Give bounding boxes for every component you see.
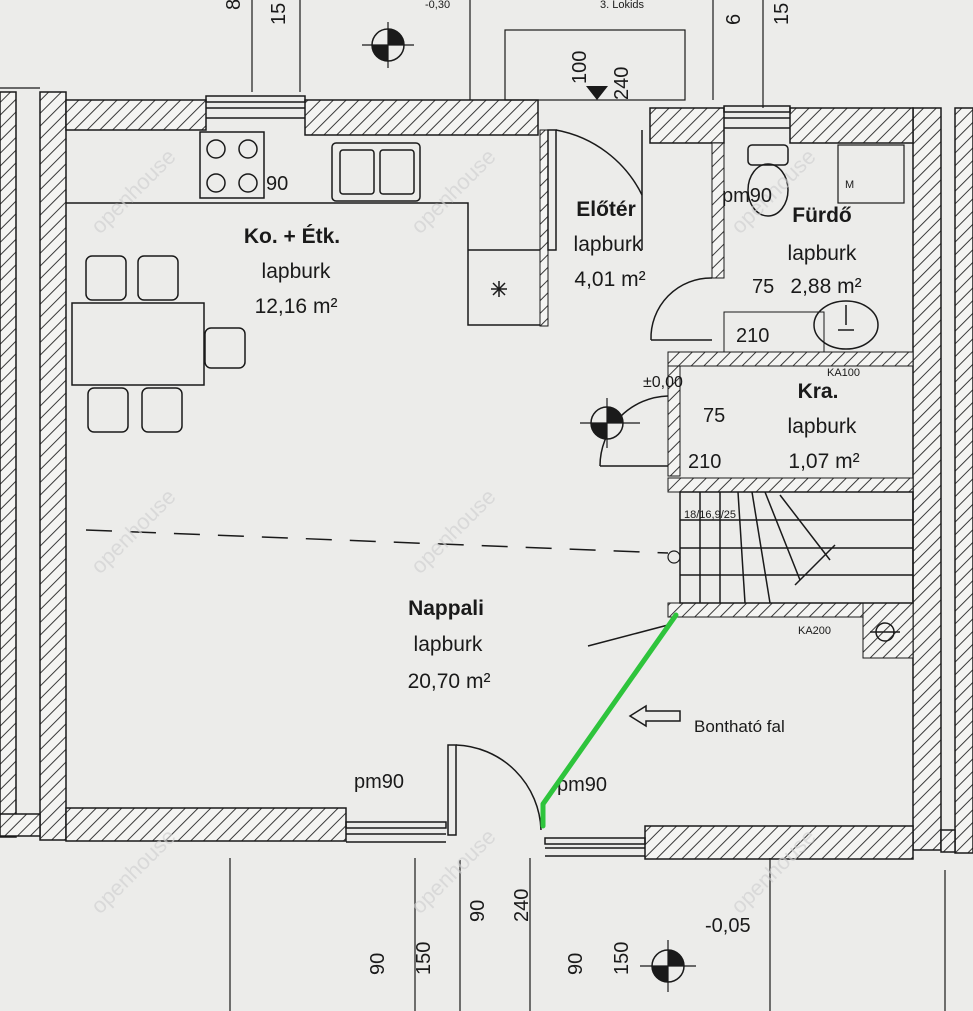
- room-floor: lapburk: [574, 233, 643, 256]
- svg-text:150: 150: [611, 942, 633, 975]
- svg-text:15: 15: [771, 3, 793, 25]
- surrounding-lines: [0, 0, 946, 1011]
- room-bath: Fürdő lapburk 2,88 m²: [788, 204, 862, 298]
- room-living: Nappali lapburk 20,70 m²: [408, 597, 491, 693]
- room-kitchen: Ko. + Étk. lapburk 12,16 m²: [244, 225, 340, 318]
- svg-text:M: M: [845, 179, 854, 191]
- svg-text:6: 6: [723, 14, 745, 25]
- svg-text:210: 210: [688, 451, 721, 473]
- svg-text:±0,00: ±0,00: [643, 374, 683, 391]
- washbasin: [813, 300, 879, 350]
- room-hall: Előtér lapburk 4,01 m²: [574, 198, 646, 291]
- room-floor: lapburk: [788, 415, 857, 438]
- room-area: 1,07 m²: [788, 450, 859, 473]
- svg-text:150: 150: [413, 942, 435, 975]
- svg-text:75: 75: [752, 276, 774, 298]
- walls: [0, 91, 973, 860]
- svg-text:18/16,9/25: 18/16,9/25: [684, 509, 736, 521]
- room-floor: lapburk: [262, 260, 331, 283]
- room-name: Ko. + Étk.: [244, 225, 340, 248]
- svg-text:75: 75: [703, 405, 725, 427]
- svg-text:210: 210: [736, 325, 769, 347]
- room-name: Nappali: [408, 597, 484, 620]
- svg-text:90: 90: [266, 173, 288, 195]
- level-marker-middle: [580, 398, 640, 448]
- svg-text:KA200: KA200: [798, 625, 831, 637]
- doors: [447, 129, 713, 836]
- room-name: Fürdő: [792, 204, 851, 227]
- svg-text:pm90: pm90: [557, 774, 607, 796]
- svg-text:100: 100: [569, 51, 591, 84]
- room-floor: lapburk: [788, 242, 857, 265]
- svg-text:90: 90: [367, 953, 389, 975]
- room-area: 2,88 m²: [790, 275, 861, 298]
- room-area: 4,01 m²: [574, 268, 645, 291]
- demolishable-wall-line: [540, 612, 679, 829]
- svg-text:90: 90: [467, 900, 489, 922]
- svg-text:pm90: pm90: [354, 771, 404, 793]
- svg-text:KA100: KA100: [827, 367, 860, 379]
- stove: [199, 131, 265, 199]
- room-floor: lapburk: [414, 633, 483, 656]
- kitchen-counter: [66, 202, 540, 326]
- washer-box: [837, 144, 905, 204]
- stair-start-circle: [667, 550, 681, 564]
- entry-arrow-icon: [586, 86, 608, 100]
- room-name: Előtér: [576, 198, 636, 221]
- dimension-labels: 8 15 -0,30 3. Lokids 6 15 100 240 90 pm9…: [223, 0, 860, 975]
- section-line: [85, 529, 669, 554]
- staircase: [679, 491, 914, 604]
- svg-text:-0,30: -0,30: [425, 0, 450, 11]
- annotation-label: Bontható fal: [694, 717, 785, 736]
- level-marker-bottom: [640, 940, 696, 992]
- dining-table: [71, 255, 246, 433]
- svg-text:90: 90: [565, 953, 587, 975]
- room-area: 20,70 m²: [408, 670, 491, 693]
- svg-text:8: 8: [223, 0, 245, 10]
- room-area: 12,16 m²: [255, 295, 338, 318]
- svg-text:3. Lokids: 3. Lokids: [600, 0, 645, 11]
- room-name: Kra.: [798, 380, 839, 403]
- level-marker-top: [362, 22, 414, 68]
- svg-text:pm90: pm90: [722, 185, 772, 207]
- appliance-icon: [491, 281, 507, 297]
- svg-text:15: 15: [268, 3, 290, 25]
- left-arrow-icon: [628, 704, 681, 728]
- windows: [205, 95, 791, 857]
- svg-text:240: 240: [511, 889, 533, 922]
- svg-text:-0,05: -0,05: [705, 915, 751, 937]
- pointer-line: [587, 624, 669, 647]
- toilet: [747, 144, 789, 217]
- ka200-symbol: [870, 622, 900, 642]
- svg-text:240: 240: [611, 67, 633, 100]
- room-closet: Kra. lapburk 1,07 m²: [788, 380, 860, 473]
- sink: [331, 142, 421, 202]
